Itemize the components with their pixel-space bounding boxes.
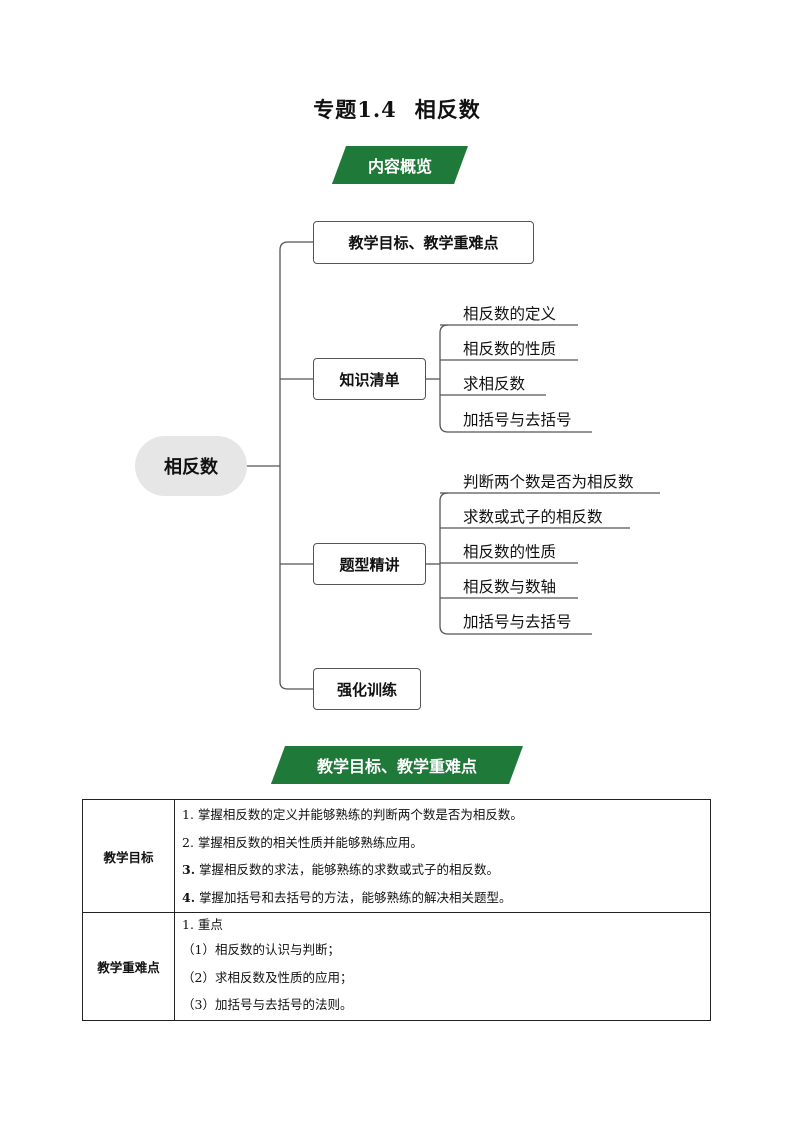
content-line: 2. 掌握相反数的相关性质并能够熟练应用。 <box>182 834 423 850</box>
mindmap-root: 相反数 <box>135 436 247 496</box>
goals-banner: 教学目标、教学重难点 <box>271 746 523 784</box>
overview-banner-label: 内容概览 <box>367 157 432 176</box>
mindmap-root-label: 相反数 <box>164 457 218 478</box>
leaf-item: 判断两个数是否为相反数 <box>463 473 634 491</box>
branch-label: 强化训练 <box>336 680 397 699</box>
leaf-item: 相反数的性质 <box>463 543 557 561</box>
row-header: 教学重难点 <box>82 912 175 1021</box>
row-content: 1. 掌握相反数的定义并能够熟练的判断两个数是否为相反数。 2. 掌握相反数的相… <box>174 799 711 913</box>
row-header: 教学目标 <box>82 799 175 913</box>
branch-goals: 教学目标、教学重难点 <box>313 221 534 264</box>
trunk-line <box>279 241 313 690</box>
title-prefix: 专题 <box>313 97 358 122</box>
types-bracket <box>439 492 592 635</box>
branch-label: 教学目标、教学重难点 <box>348 234 499 252</box>
branch-label: 知识清单 <box>339 370 400 389</box>
leaf-item: 求数或式子的相反数 <box>463 508 603 526</box>
title-name: 相反数 <box>414 97 481 122</box>
content-line: 4. 掌握加括号和去括号的方法，能够熟练的解决相关题型。 <box>182 889 512 905</box>
branch-knowledge: 知识清单 <box>313 358 426 400</box>
leaf-item: 相反数与数轴 <box>463 578 557 596</box>
knowledge-bracket <box>439 324 592 433</box>
row-content: 1. 重点 （1）相反数的认识与判断； （2）求相反数及性质的应用； （3）加括… <box>174 912 711 1021</box>
leaf-item: 求相反数 <box>463 375 526 393</box>
overview-banner: 内容概览 <box>332 146 468 184</box>
page-title: 专题1.4 相反数 <box>0 94 794 124</box>
leaf-item: 加括号与去括号 <box>463 613 572 631</box>
content-line: 1. 重点 <box>182 917 223 932</box>
branch-question-types: 题型精讲 <box>313 543 426 585</box>
content-line: 3. 掌握相反数的求法，能够熟练的求数或式子的相反数。 <box>182 862 500 877</box>
content-line: 1. 掌握相反数的定义并能够熟练的判断两个数是否为相反数。 <box>182 807 523 822</box>
content-line: （3）加括号与去括号的法则。 <box>182 997 353 1012</box>
table-row: 教学目标 1. 掌握相反数的定义并能够熟练的判断两个数是否为相反数。 2. 掌握… <box>82 799 711 913</box>
goals-banner-label: 教学目标、教学重难点 <box>316 757 477 776</box>
content-line: （1）相反数的认识与判断； <box>182 942 340 957</box>
title-number: 1.4 <box>357 97 397 122</box>
branch-practice: 强化训练 <box>313 668 421 710</box>
mindmap-connectors <box>247 241 660 690</box>
branch-label: 题型精讲 <box>339 555 400 574</box>
leaf-item: 相反数的定义 <box>463 305 557 323</box>
content-line: （2）求相反数及性质的应用； <box>182 969 353 985</box>
goals-table: 教学目标 1. 掌握相反数的定义并能够熟练的判断两个数是否为相反数。 2. 掌握… <box>82 799 711 1021</box>
table-row: 教学重难点 1. 重点 （1）相反数的认识与判断； （2）求相反数及性质的应用；… <box>82 912 711 1021</box>
leaf-item: 相反数的性质 <box>463 340 557 358</box>
leaf-item: 加括号与去括号 <box>463 411 572 429</box>
